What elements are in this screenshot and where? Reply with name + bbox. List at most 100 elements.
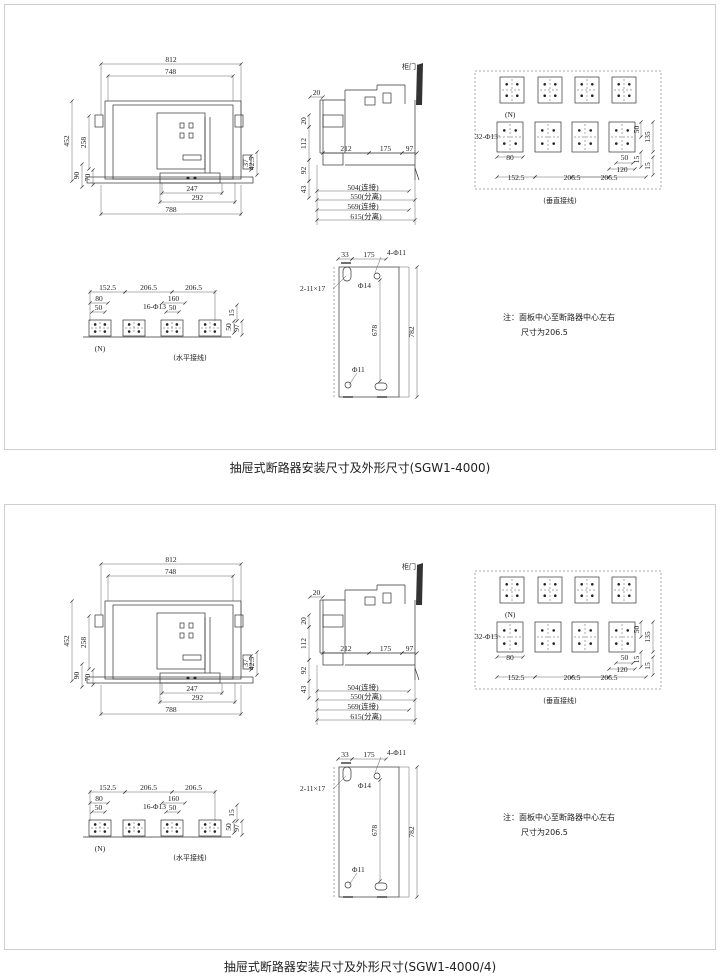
dimension-tick — [651, 120, 655, 124]
terminal-hole — [175, 330, 179, 333]
dimension-label: 258 — [79, 637, 88, 649]
holes-label: 16-Φ13 — [143, 302, 166, 311]
bracket-right — [234, 614, 244, 628]
dimension-label: 80 — [506, 653, 514, 662]
dimension-label: 50 — [632, 626, 641, 634]
dimension-tick — [315, 718, 319, 722]
dimension-tick — [384, 257, 388, 261]
dimension-label: 504(连接) — [347, 182, 379, 192]
dimension-tick — [80, 662, 84, 666]
dimension-tick — [367, 651, 371, 655]
dimension-label: 175 — [380, 144, 392, 153]
dimension-tick — [315, 689, 319, 693]
note-line-1: 注：面板中心至断路器中心左右 — [503, 812, 615, 822]
side-detail — [382, 92, 392, 104]
caption-2: 抽屉式断路器安装尺寸及外形尺寸(SGW1-4000/4) — [223, 960, 497, 974]
mount-frame — [338, 266, 400, 398]
terminal-hole — [614, 142, 618, 145]
terminal-plate — [534, 121, 562, 153]
terminal-hole — [213, 823, 217, 826]
dimension-tick — [521, 655, 525, 659]
dimension-label: 15 — [227, 309, 236, 317]
terminal-plate — [88, 819, 112, 837]
dimension-label: 788 — [165, 205, 177, 214]
dimension-tick — [639, 120, 643, 124]
dimension-label: 50 — [621, 153, 629, 162]
terminal-hole — [515, 82, 519, 86]
drawing-line — [332, 775, 347, 790]
neutral-label: (N) — [95, 344, 106, 353]
dimension-tick — [415, 895, 419, 899]
bracket-left — [94, 614, 104, 628]
dimension-tick — [232, 319, 236, 323]
dimension-tick — [415, 151, 419, 155]
dimension-tick — [103, 810, 107, 814]
terminal-hole — [514, 642, 518, 645]
neutral-label: (N) — [505, 110, 516, 119]
terminal-plate — [608, 121, 636, 153]
terminal-hole — [103, 823, 107, 826]
dimension-tick — [495, 675, 499, 679]
terminal-plate — [574, 576, 600, 604]
indicator — [188, 632, 194, 639]
mount-frame — [338, 766, 400, 898]
dimension-tick — [407, 689, 411, 693]
dimension-tick — [651, 150, 655, 154]
terminal-hole — [543, 594, 547, 598]
dimension-label: 615(分离) — [350, 711, 382, 721]
terminal-hole — [127, 823, 131, 826]
terminal-hole — [165, 823, 169, 826]
terminal-hole — [577, 129, 581, 132]
dimension-label: 80 — [95, 794, 103, 803]
dimension-tick — [87, 614, 91, 618]
terminal-hole — [617, 82, 621, 86]
dimension-tick — [170, 790, 174, 794]
hole-label: Φ14 — [358, 781, 371, 790]
dimension-tick — [183, 801, 187, 805]
base-rail — [86, 176, 254, 184]
dimension-tick — [407, 708, 411, 712]
dimension-label: 15 — [632, 656, 641, 664]
dimension-tick — [644, 175, 648, 179]
dimension-tick — [123, 790, 127, 794]
horizontal-caption: (水平接线) — [173, 853, 207, 862]
dimension-label: 92 — [299, 667, 308, 675]
dimension-tick — [384, 757, 388, 761]
terminal-hole — [617, 582, 621, 586]
terminal-hole — [103, 323, 107, 326]
mount-hole — [344, 381, 352, 389]
mount-slot — [342, 266, 352, 282]
dimension-tick — [307, 179, 311, 183]
dimension-label: 206.5 — [185, 283, 202, 292]
dimension-label: 452 — [62, 635, 71, 647]
dimension-label: 92 — [299, 167, 308, 175]
dimension-tick — [87, 167, 91, 171]
dimension-tick — [91, 183, 95, 187]
dimension-tick — [336, 257, 340, 261]
terminal-hole — [614, 129, 618, 132]
dimension-label: 70 — [83, 674, 92, 682]
dimension-tick — [307, 613, 311, 617]
dimension-tick — [235, 819, 239, 823]
terminal-hole — [165, 330, 169, 333]
dimension-tick — [495, 155, 499, 159]
dimension-label: 15 — [643, 662, 652, 670]
dimension-label: 788 — [165, 705, 177, 714]
dimension-label: 50 — [621, 653, 629, 662]
dimension-tick — [315, 198, 319, 202]
dimension-tick — [336, 757, 340, 761]
terminal-hole — [127, 330, 131, 333]
terminal-hole — [626, 629, 630, 632]
dimension-tick — [235, 303, 239, 307]
dimension-label: 112 — [299, 638, 308, 649]
dimension-tick — [80, 685, 84, 689]
bracket-left — [94, 114, 104, 128]
upper-terminal — [322, 114, 344, 128]
terminal-hole — [505, 582, 509, 586]
dimension-tick — [495, 655, 499, 659]
vertical-caption: (垂直接线) — [543, 196, 577, 205]
dimension-label: 15 — [643, 162, 652, 170]
dimension-tick — [607, 167, 611, 171]
dimension-tick — [639, 650, 643, 654]
